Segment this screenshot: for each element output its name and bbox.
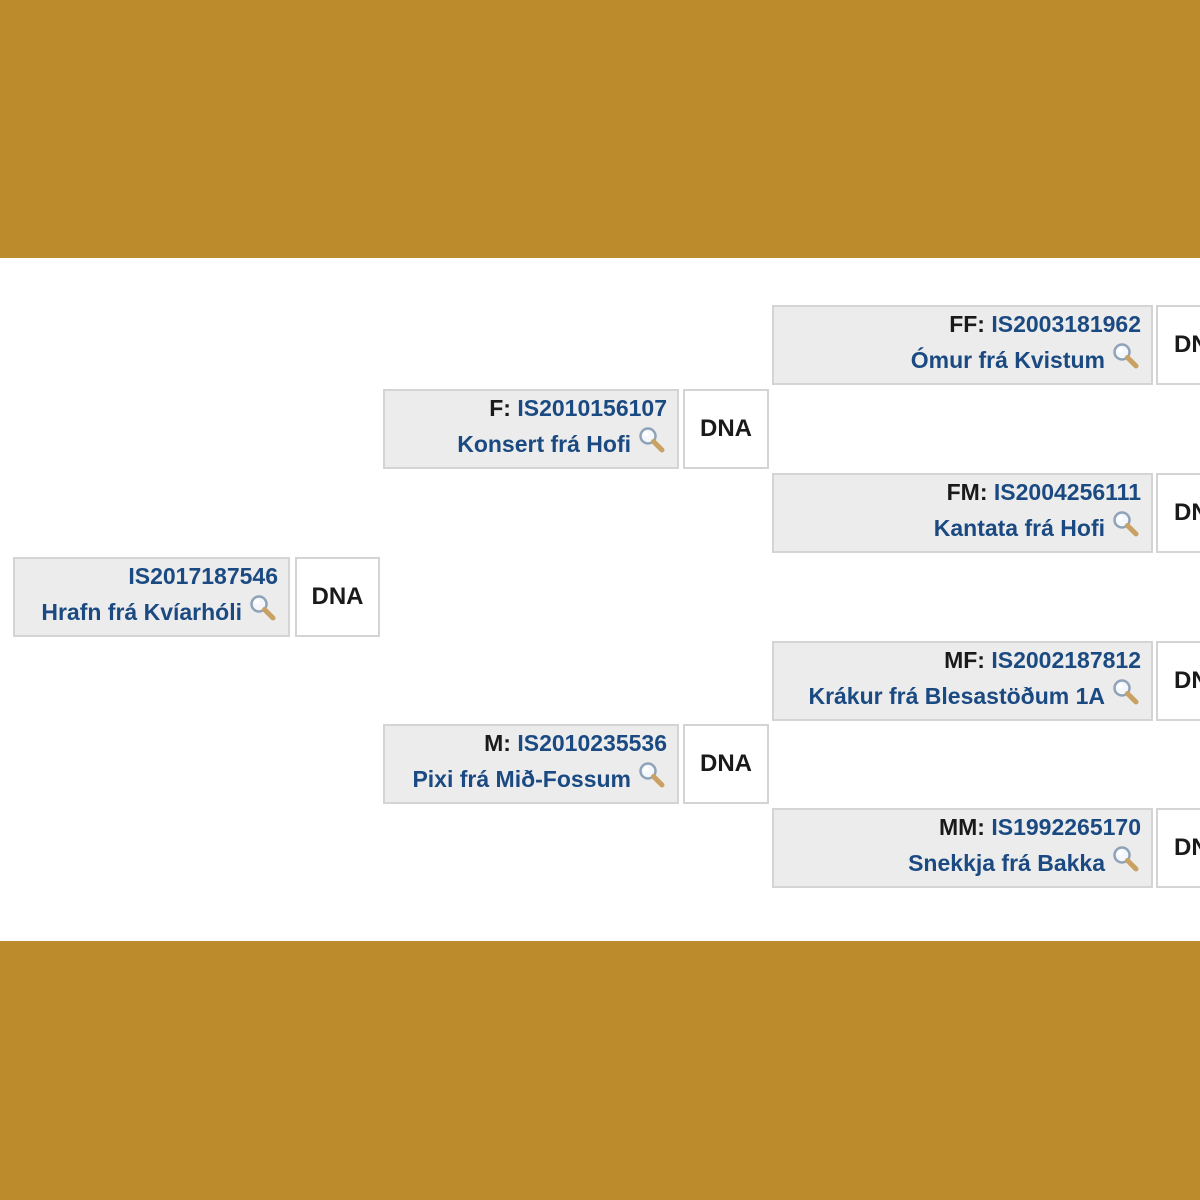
mm-name-link[interactable]: Snekkja frá Bakka — [908, 850, 1105, 876]
ff-relation-label: FF: — [949, 311, 985, 337]
sire-name-link[interactable]: Konsert frá Hofi — [457, 431, 631, 457]
subject-reg-line: IS2017187546 — [128, 563, 278, 590]
magnifier-icon[interactable] — [1111, 509, 1141, 539]
fm-card: FM: IS2004256111 Kantata frá Hofi — [772, 473, 1153, 553]
mf-card: MF: IS2002187812 Krákur frá Blesastöðum … — [772, 641, 1153, 721]
ff-name-line: Ómur frá Kvistum — [910, 343, 1141, 374]
mf-name-link[interactable]: Krákur frá Blesastöðum 1A — [808, 683, 1105, 709]
sire-reg-link[interactable]: IS2010156107 — [517, 395, 667, 421]
ff-reg-link[interactable]: IS2003181962 — [991, 311, 1141, 337]
sire-reg-line: F: IS2010156107 — [489, 395, 667, 422]
mm-reg-link[interactable]: IS1992265170 — [991, 814, 1141, 840]
ff-name-link[interactable]: Ómur frá Kvistum — [910, 347, 1105, 373]
subject-reg-link[interactable]: IS2017187546 — [128, 563, 278, 589]
magnifier-icon[interactable] — [1111, 341, 1141, 371]
magnifier-icon[interactable] — [248, 593, 278, 623]
ff-card: FF: IS2003181962 Ómur frá Kvistum — [772, 305, 1153, 385]
mf-name-line: Krákur frá Blesastöðum 1A — [808, 679, 1141, 710]
mm-card: MM: IS1992265170 Snekkja frá Bakka — [772, 808, 1153, 888]
mf-reg-line: MF: IS2002187812 — [944, 647, 1141, 674]
sire-name-line: Konsert frá Hofi — [457, 427, 667, 458]
fm-dna-button[interactable]: DN — [1156, 473, 1200, 553]
dam-reg-link[interactable]: IS2010235536 — [517, 730, 667, 756]
dam-relation-label: M: — [484, 730, 511, 756]
ff-dna-button[interactable]: DN — [1156, 305, 1200, 385]
dam-reg-line: M: IS2010235536 — [484, 730, 667, 757]
top-frame-band — [0, 0, 1200, 258]
ff-reg-line: FF: IS2003181962 — [949, 311, 1141, 338]
mf-dna-button[interactable]: DN — [1156, 641, 1200, 721]
fm-name-line: Kantata frá Hofi — [933, 511, 1141, 542]
pedigree-panel: IS2017187546 Hrafn frá Kvíarhóli DNA F: … — [0, 258, 1200, 941]
mm-relation-label: MM: — [938, 814, 985, 840]
subject-card: IS2017187546 Hrafn frá Kvíarhóli — [13, 557, 290, 637]
magnifier-icon[interactable] — [1111, 844, 1141, 874]
mm-name-line: Snekkja frá Bakka — [908, 846, 1141, 877]
sire-relation-label: F: — [489, 395, 511, 421]
mm-dna-button[interactable]: DN — [1156, 808, 1200, 888]
fm-name-link[interactable]: Kantata frá Hofi — [933, 515, 1105, 541]
mm-reg-line: MM: IS1992265170 — [939, 814, 1141, 841]
sire-dna-button[interactable]: DNA — [683, 389, 769, 469]
mf-reg-link[interactable]: IS2002187812 — [991, 647, 1141, 673]
bottom-frame-band — [0, 941, 1200, 1200]
subject-name-link[interactable]: Hrafn frá Kvíarhóli — [41, 599, 242, 625]
magnifier-icon[interactable] — [637, 760, 667, 790]
dam-name-link[interactable]: Pixi frá Mið-Fossum — [412, 766, 631, 792]
dam-card: M: IS2010235536 Pixi frá Mið-Fossum — [383, 724, 679, 804]
subject-dna-button[interactable]: DNA — [295, 557, 380, 637]
dam-name-line: Pixi frá Mið-Fossum — [412, 762, 667, 793]
dam-dna-button[interactable]: DNA — [683, 724, 769, 804]
mf-relation-label: MF: — [944, 647, 985, 673]
magnifier-icon[interactable] — [1111, 677, 1141, 707]
fm-relation-label: FM: — [946, 479, 988, 505]
sire-card: F: IS2010156107 Konsert frá Hofi — [383, 389, 679, 469]
fm-reg-line: FM: IS2004256111 — [947, 479, 1141, 506]
magnifier-icon[interactable] — [637, 425, 667, 455]
fm-reg-link[interactable]: IS2004256111 — [993, 479, 1141, 505]
subject-name-line: Hrafn frá Kvíarhóli — [41, 595, 278, 626]
